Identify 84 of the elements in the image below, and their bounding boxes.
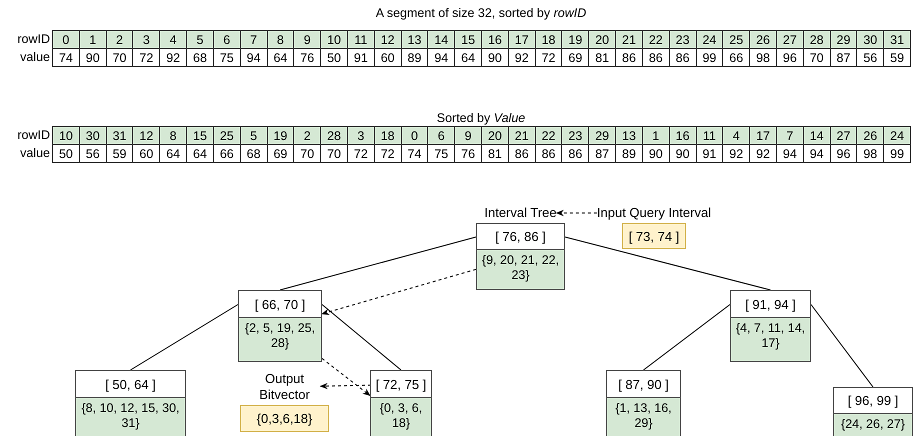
table-cell: 27 (776, 30, 804, 49)
table-cell: 22 (642, 30, 670, 49)
table-cell: 13 (615, 126, 643, 145)
table-cell: 31 (883, 30, 911, 49)
table-cell: 21 (508, 126, 536, 145)
table-cell: 17 (749, 126, 777, 145)
row-header: value (19, 50, 50, 64)
table-cell: 7 (240, 30, 268, 49)
table-cell: 26 (856, 126, 884, 145)
table-title: Sorted by Value (436, 111, 526, 125)
table-cell: 14 (802, 126, 831, 145)
table-cell: 28 (802, 30, 831, 49)
row-id-set: {8, 10, 12, 15, 30, 31} (76, 398, 185, 436)
table-cell: 7 (776, 126, 804, 145)
table-cell: 4 (722, 126, 750, 145)
table-cell: 20 (588, 30, 616, 49)
table-cell: 15 (186, 126, 214, 145)
table-cell: 16 (668, 126, 696, 145)
table-cell: 0 (52, 30, 80, 49)
table-title: A segment of size 32, sorted by rowID (376, 6, 586, 20)
table-cell: 12 (132, 126, 160, 145)
row-id-set: {4, 7, 11, 14, 17} (731, 318, 810, 361)
table-cell: 17 (508, 30, 536, 49)
table-cell: 30 (856, 30, 884, 49)
table-cell: 59 (883, 48, 911, 67)
table-cell: 23 (561, 126, 590, 145)
arrow (556, 210, 598, 216)
row-header: value (19, 146, 50, 160)
table-cell: 28 (320, 126, 348, 145)
table-cell: 5 (186, 30, 214, 49)
row-header: rowID (16, 128, 50, 142)
table-cell: 9 (454, 126, 482, 145)
table-cell: 3 (346, 126, 375, 145)
row-id-set: {24, 26, 27} (834, 414, 912, 436)
arrow (322, 358, 371, 396)
row-id-set: {2, 5, 19, 25, 28} (239, 318, 321, 361)
table-cell: 29 (588, 126, 616, 145)
table-cell: 99 (883, 144, 911, 163)
table-cell: 2 (293, 126, 322, 145)
table-cell: 74 (52, 48, 80, 67)
table-cell: 21 (615, 30, 643, 49)
table-cell: 1 (642, 126, 670, 145)
table-cell: 5 (240, 126, 268, 145)
table-cell: 14 (427, 30, 456, 49)
table-cell: 9 (293, 30, 322, 49)
annotation-label: Output Bitvector (258, 371, 311, 403)
table-cell: 15 (454, 30, 482, 49)
tree-branch-line (322, 304, 402, 370)
annotation-label: Input Query Interval (596, 205, 712, 221)
table-cell: 16 (481, 30, 509, 49)
table-cell: 25 (212, 126, 241, 145)
tree-branch-line (810, 304, 874, 388)
table-cell: 25 (722, 30, 750, 49)
table-cell: 6 (212, 30, 241, 49)
tree-branch-line (130, 304, 238, 370)
table-cell: 8 (159, 126, 188, 145)
value-box: {0,3,6,18} (240, 405, 329, 432)
row-id-set: {9, 20, 21, 22, 23} (477, 250, 564, 289)
tree-title: Interval Tree (484, 205, 557, 221)
arrow (321, 268, 476, 315)
table-cell: 12 (374, 30, 402, 49)
tree-branch-line (643, 304, 730, 370)
table-cell: 6 (427, 126, 456, 145)
table-cell: 20 (481, 126, 509, 145)
value-box: [ 73, 74 ] (622, 223, 686, 249)
table-cell: 23 (668, 30, 696, 49)
row-header: rowID (16, 32, 50, 46)
table-cell: 10 (320, 30, 348, 49)
table-cell: 11 (346, 30, 375, 49)
tree-branch-line (280, 236, 476, 290)
table-cell: 1 (78, 30, 107, 49)
row-id-set: {0, 3, 6, 18} (371, 398, 431, 436)
table-cell: 24 (883, 126, 911, 145)
table-cell: 50 (52, 144, 80, 163)
row-id-set: {1, 13, 16, 29} (607, 398, 680, 436)
table-cell: 30 (78, 126, 107, 145)
table-cell: 19 (561, 30, 590, 49)
table-cell: 18 (374, 126, 402, 145)
arrow (320, 382, 372, 390)
table-cell: 4 (159, 30, 188, 49)
table-cell: 26 (749, 30, 777, 49)
table-cell: 10 (52, 126, 80, 145)
tree-branch-line (564, 236, 771, 290)
table-cell: 3 (132, 30, 160, 49)
